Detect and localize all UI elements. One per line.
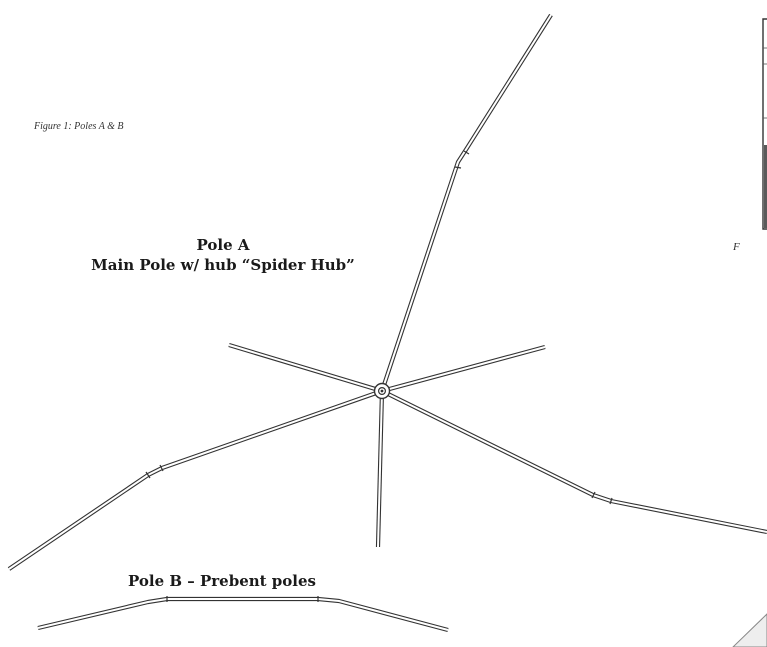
figure-1-caption: Figure 1: Poles A & B <box>34 121 124 132</box>
pole-a-main-pole <box>380 13 553 392</box>
next-figure-frame-fragment <box>762 18 767 230</box>
pole-a-arm-upper-left <box>228 342 383 394</box>
pole-b-title: Pole B – Prebent poles <box>128 572 316 590</box>
pole-a-arm-lower-right <box>381 389 767 535</box>
pole-a-arm-lower-left <box>7 389 383 571</box>
pole-a-arm-down <box>375 390 385 548</box>
pole-a-title: Pole A <box>196 236 250 254</box>
pole-a-subtitle: Main Pole w/ hub “Spider Hub” <box>91 256 355 274</box>
next-figure-caption-fragment: F <box>733 241 740 253</box>
pole-b-prebent-pole <box>37 596 449 633</box>
corner-fold-fragment <box>732 613 767 647</box>
pole-a-arm-upper-right <box>381 344 546 394</box>
spider-hub-icon <box>373 382 391 400</box>
